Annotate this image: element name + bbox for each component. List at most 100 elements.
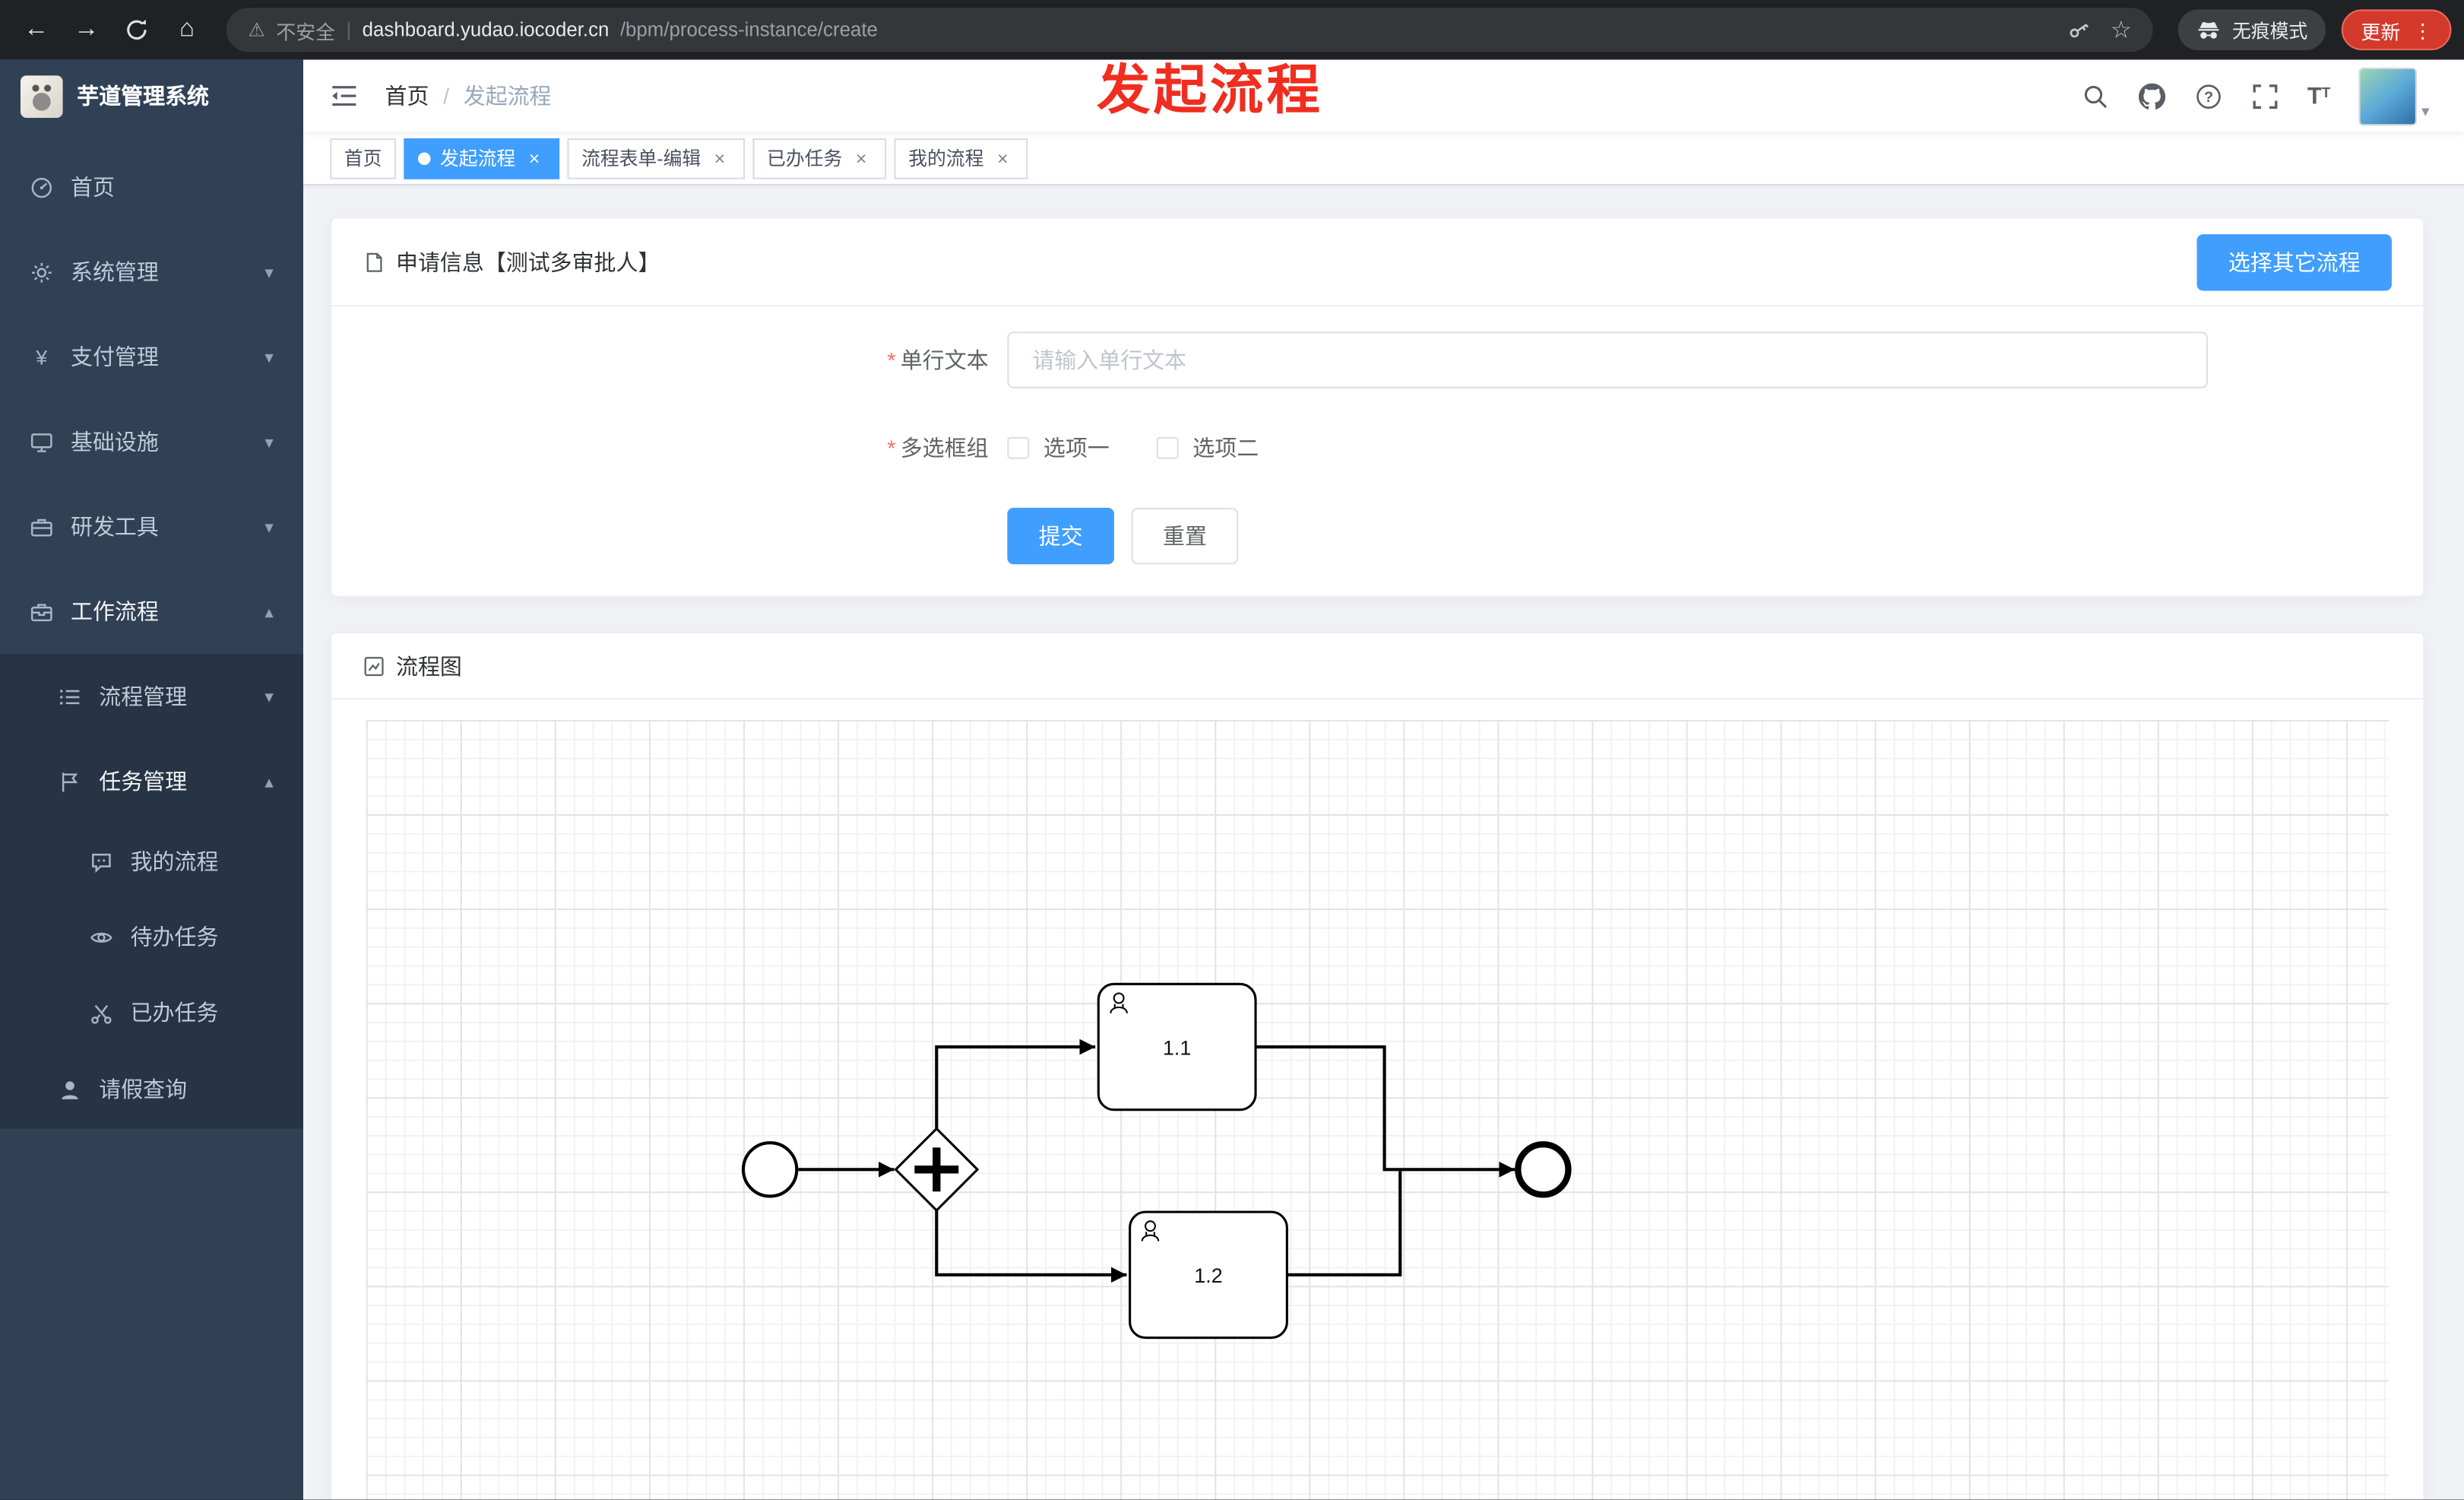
update-label: 更新 [2361, 21, 2401, 43]
tags-view-bar: 首页 发起流程 × 流程表单-编辑 × 已办任务 × 我的流程 × [303, 132, 2464, 186]
browser-forward-button[interactable]: → [63, 6, 110, 53]
person-icon [59, 1077, 82, 1101]
chevron-up-icon: ▴ [264, 772, 274, 792]
chevron-down-icon: ▾ [264, 687, 274, 707]
flow-task1-to-end [1256, 1045, 1515, 1178]
select-other-process-button[interactable]: 选择其它流程 [2196, 233, 2392, 290]
svg-text:?: ? [2204, 88, 2213, 105]
sidebar: 芋道管理系统 首页 系统管理 ▾ ¥ 支付管理 ▾ [0, 59, 304, 1500]
key-icon[interactable] [2061, 12, 2096, 47]
sidebar-item-payment-mgmt[interactable]: ¥ 支付管理 ▾ [0, 315, 303, 400]
url-host: dashboard.yudao.iocoder.cn [362, 18, 610, 41]
sidebar-item-task-mgmt[interactable]: 任务管理 ▴ [0, 739, 303, 824]
sidebar-menu: 首页 系统管理 ▾ ¥ 支付管理 ▾ 基础设施 ▾ [0, 132, 304, 1500]
workflow-submenu: 流程管理 ▾ 任务管理 ▴ 我的流程 待办任务 [0, 654, 304, 1129]
flow-gateway-to-task2 [935, 1208, 1127, 1283]
submit-button[interactable]: 提交 [1007, 507, 1114, 565]
sidebar-item-home[interactable]: 首页 [0, 144, 303, 230]
sidebar-item-label: 系统管理 [71, 259, 159, 285]
sidebar-item-label: 待办任务 [130, 924, 219, 950]
sidebar-item-label: 已办任务 [130, 999, 219, 1026]
sidebar-item-leave-query[interactable]: 请假查询 [0, 1050, 303, 1128]
single-text-row: *单行文本 [331, 331, 2423, 388]
sidebar-item-label: 我的流程 [130, 848, 219, 874]
flow-chart-icon [363, 655, 385, 677]
flag-icon [59, 769, 82, 793]
sidebar-item-system-mgmt[interactable]: 系统管理 ▾ [0, 230, 303, 315]
sidebar-item-label: 请假查询 [99, 1077, 188, 1102]
sidebar-item-done-tasks[interactable]: 已办任务 [0, 975, 303, 1050]
scissors-icon [90, 1001, 113, 1024]
browser-menu-icon[interactable]: ⋮ [2412, 19, 2433, 42]
breadcrumb-separator: / [443, 83, 450, 109]
monitor-icon [30, 430, 53, 453]
tab-done-tasks[interactable]: 已办任务 × [752, 137, 887, 179]
sidebar-item-todo-tasks[interactable]: 待办任务 [0, 899, 303, 975]
single-text-input[interactable] [1007, 331, 2208, 388]
diagram-canvas-wrap: 1.1 1.2 [331, 699, 2423, 1500]
bookmark-star-icon[interactable]: ☆ [2110, 17, 2132, 44]
fullscreen-button[interactable] [2250, 82, 2279, 110]
tab-home[interactable]: 首页 [330, 137, 397, 179]
process-form: *单行文本 *多选框组 选项一 选项二 [331, 306, 2423, 595]
checkbox-option-two[interactable]: 选项二 [1156, 433, 1259, 464]
help-button[interactable]: ? [2194, 82, 2222, 110]
browser-update-button[interactable]: 更新 ⋮ [2342, 9, 2452, 51]
close-icon[interactable]: × [714, 147, 726, 170]
gear-icon [30, 260, 53, 284]
checkbox-box[interactable] [1156, 436, 1179, 459]
chevron-down-icon: ▾ [264, 347, 274, 367]
address-divider: | [346, 18, 352, 41]
chrome-controls: 无痕模式 更新 ⋮ [2169, 9, 2452, 51]
close-icon[interactable]: × [855, 147, 867, 170]
top-navbar: 首页 / 发起流程 ? [303, 59, 2464, 132]
task-label-1-2: 1.2 [1194, 1264, 1222, 1287]
tab-initiate-process[interactable]: 发起流程 × [404, 137, 560, 179]
chat-icon [90, 850, 113, 874]
hamburger-icon [332, 86, 356, 106]
tab-my-process[interactable]: 我的流程 × [894, 137, 1028, 179]
sidebar-collapse-button[interactable] [330, 84, 358, 109]
close-icon[interactable]: × [996, 147, 1009, 170]
browser-home-button[interactable]: ⌂ [163, 6, 211, 53]
bpmn-diagram: 1.1 1.2 [741, 982, 1572, 1340]
search-button[interactable] [2081, 82, 2109, 110]
breadcrumb: 首页 / 发起流程 [385, 80, 552, 111]
checkbox-box[interactable] [1007, 436, 1030, 459]
chevron-down-icon: ▾ [264, 433, 274, 452]
app-logo[interactable]: 芋道管理系统 [0, 60, 303, 132]
sidebar-item-infrastructure[interactable]: 基础设施 ▾ [0, 399, 303, 484]
reset-button[interactable]: 重置 [1131, 507, 1239, 565]
tab-process-form-edit[interactable]: 流程表单-编辑 × [567, 137, 746, 179]
incognito-icon [2199, 21, 2220, 38]
form-actions-row: 提交 重置 [331, 507, 2423, 565]
sidebar-item-process-mgmt[interactable]: 流程管理 ▾ [0, 654, 303, 739]
close-icon[interactable]: × [528, 147, 540, 170]
github-icon [2138, 82, 2165, 109]
incognito-label: 无痕模式 [2231, 19, 2308, 42]
url-path: /bpm/process-instance/create [619, 18, 878, 41]
address-bar[interactable]: ⚠ 不安全 | dashboard.yudao.iocoder.cn/bpm/p… [226, 8, 2154, 52]
fullscreen-icon [2253, 84, 2277, 109]
breadcrumb-current: 发起流程 [463, 83, 552, 109]
help-icon: ? [2196, 84, 2221, 108]
browser-reload-button[interactable] [113, 6, 160, 53]
application-info-card: 申请信息【测试多审批人】 选择其它流程 *单行文本 *多选框组 选项 [330, 217, 2425, 598]
end-event [1515, 1141, 1572, 1198]
browser-back-button[interactable]: ← [13, 6, 60, 53]
search-icon [2084, 84, 2107, 108]
app-title: 芋道管理系统 [77, 83, 209, 109]
sidebar-item-workflow[interactable]: 工作流程 ▴ [0, 569, 303, 654]
eye-icon [90, 925, 113, 949]
sidebar-item-my-process[interactable]: 我的流程 [0, 823, 303, 899]
logo-image [20, 75, 63, 118]
breadcrumb-home[interactable]: 首页 [385, 83, 429, 109]
sidebar-item-dev-tools[interactable]: 研发工具 ▾ [0, 484, 303, 569]
sidebar-item-label: 支付管理 [71, 344, 159, 369]
user-menu[interactable]: ▾ [2358, 66, 2430, 125]
checkbox-option-one[interactable]: 选项一 [1007, 433, 1110, 464]
github-link[interactable] [2138, 82, 2166, 110]
